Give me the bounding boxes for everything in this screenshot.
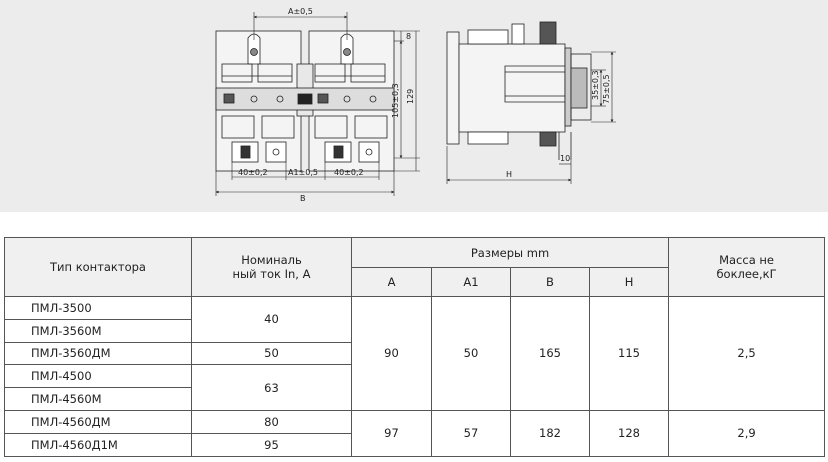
dim-8-label: 8: [406, 32, 411, 41]
side-view: [446, 21, 592, 160]
dim-b-cell: 165: [510, 296, 590, 411]
current-cell: 63: [191, 364, 352, 411]
dim-a-label: A±0,5: [288, 7, 313, 16]
header-mass: Масса не боклее,кГ: [668, 237, 826, 297]
header-mass-line2: боклее,кГ: [716, 267, 777, 281]
current-cell: 40: [191, 296, 352, 343]
header-current-line2: ный ток In, A: [232, 267, 311, 281]
table-header-row: Тип контактора Номиналь ный ток In, A Ра…: [4, 237, 826, 297]
table-row: ПМЛ-3500 40 90 50 165 115 2,5: [4, 296, 826, 411]
dim-105-label: 105±0,3: [391, 83, 400, 118]
table-subheader-row: A A1 B H: [5, 267, 825, 297]
header-current-line1: Номиналь: [241, 253, 302, 267]
table-row: ПМЛ-4500 63: [4, 364, 825, 411]
current-cell: 80: [191, 409, 352, 434]
row-type-cell: ПМЛ-4500: [4, 364, 192, 389]
dim-h-cell: 115: [588, 296, 670, 411]
dim-a1-cell: 50: [431, 296, 511, 411]
table-row: ПМЛ-4560ДМ 80 97 57 182 128 2,9: [4, 409, 826, 457]
dim-a1-cell: 57: [431, 409, 511, 457]
dim-b-cell: 182: [510, 409, 590, 457]
front-dimension-labels: A±0,5 8 105±0,3 129 40±0,2 A1±0,5 40±0,2…: [238, 7, 415, 203]
table-row: ПМЛ-4560Д1М 95: [4, 432, 825, 457]
dim-a1-label: A1±0,5: [288, 168, 318, 177]
side-dimensions: [446, 51, 616, 184]
header-dim-b: B: [510, 267, 590, 297]
row-type-cell: ПМЛ-3500: [4, 296, 192, 320]
mass-cell: 2,9: [668, 409, 826, 457]
front-view: [215, 30, 395, 172]
dim-h-cell: 128: [588, 409, 670, 457]
header-type: Тип контактора: [4, 237, 192, 297]
header-mass-line1: Масса не: [719, 253, 774, 267]
front-dimensions: [215, 12, 420, 196]
header-dim-h: H: [588, 267, 670, 297]
row-type-cell: ПМЛ-3560М: [4, 318, 192, 343]
dim-40-right-label: 40±0,2: [334, 168, 364, 177]
header-current: Номиналь ный ток In, A: [191, 237, 352, 297]
header-dimensions: Размеры mm: [350, 237, 670, 268]
dim-a-cell: 90: [351, 296, 432, 411]
technical-drawing: A±0,5 8 105±0,3 129 40±0,2 A1±0,5 40±0,2…: [215, 7, 616, 203]
header-dim-a: A: [351, 267, 432, 297]
header-dim-a1: A1: [431, 267, 511, 297]
dim-h-label: H: [506, 170, 512, 179]
current-cell: 50: [191, 341, 352, 366]
dim-a-cell: 97: [351, 409, 432, 457]
row-type-cell: ПМЛ-3560ДМ: [4, 341, 192, 366]
row-type-cell: ПМЛ-4560М: [4, 387, 192, 411]
table-row: ПМЛ-3560ДМ 50: [4, 341, 825, 366]
dim-35-label: 35±0,3: [591, 70, 600, 100]
dim-10-label: 10: [560, 154, 570, 163]
dim-75-label: 75±0,5: [602, 74, 611, 104]
current-cell: 95: [191, 432, 352, 457]
row-type-cell: ПМЛ-4560Д1М: [4, 432, 192, 457]
table-row: ПМЛ-4560М: [4, 387, 825, 411]
dim-40-left-label: 40±0,2: [238, 168, 268, 177]
table-row: ПМЛ-3560М: [4, 318, 825, 343]
technical-drawing-panel: A±0,5 8 105±0,3 129 40±0,2 A1±0,5 40±0,2…: [0, 0, 828, 212]
dim-129-label: 129: [406, 89, 415, 104]
row-type-cell: ПМЛ-4560ДМ: [4, 409, 192, 434]
mass-cell: 2,5: [668, 296, 826, 411]
side-dimension-labels: 35±0,3 75±0,5 10 H: [506, 70, 611, 179]
dim-b-label: B: [300, 194, 306, 203]
spec-table: Тип контактора Номиналь ный ток In, A Ра…: [4, 237, 826, 457]
